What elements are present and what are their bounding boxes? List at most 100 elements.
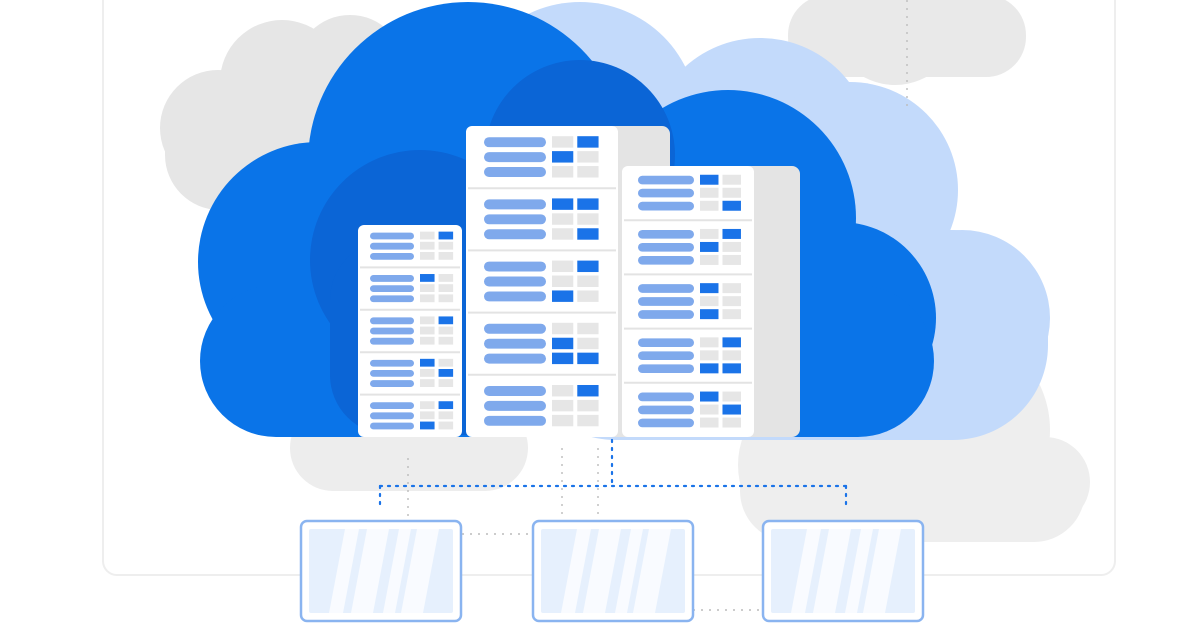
status-light-idle: [577, 213, 599, 225]
status-light-idle: [552, 228, 574, 240]
status-light-active: [552, 198, 574, 210]
status-light-idle: [552, 322, 574, 335]
status-light-active: [438, 231, 454, 240]
server-drive-bar: [484, 415, 546, 426]
server-drive-bar: [370, 252, 414, 260]
server-drive-bar: [370, 317, 414, 325]
server-drive-bar: [638, 175, 694, 185]
server-drive-bar: [370, 422, 414, 430]
server-drive-bar: [638, 418, 694, 428]
status-light-active: [700, 241, 719, 252]
status-light-idle: [420, 316, 435, 325]
status-light-idle: [722, 296, 741, 307]
status-light-active: [577, 260, 599, 273]
status-light-idle: [552, 399, 574, 412]
screen-glare-stripe: [863, 529, 901, 613]
client-monitor-left: [299, 519, 463, 623]
status-light-idle: [438, 326, 454, 335]
status-light-idle: [438, 358, 454, 367]
status-light-idle: [420, 251, 435, 260]
server-drive-bar: [638, 405, 694, 415]
status-light-idle: [438, 411, 454, 420]
status-light-idle: [700, 337, 719, 348]
server-side-panel: [742, 166, 800, 437]
server-drive-bar: [638, 229, 694, 239]
server-drive-bar: [370, 402, 414, 410]
status-light-active: [552, 290, 574, 302]
status-light-idle: [552, 213, 574, 225]
screen-glare-stripe: [615, 529, 643, 613]
status-light-idle: [420, 294, 435, 303]
status-light-idle: [552, 166, 574, 178]
server-drive-bar: [484, 400, 546, 411]
status-light-active: [420, 358, 435, 367]
status-light-idle: [722, 187, 741, 198]
status-light-idle: [420, 379, 435, 387]
server-drive-bar: [484, 338, 546, 349]
status-light-idle: [577, 337, 599, 350]
server-drive-bar: [484, 353, 546, 364]
status-light-active: [577, 384, 599, 397]
server-drive-bar: [370, 337, 414, 345]
status-light-active: [700, 391, 719, 402]
server-drive-bar: [484, 385, 546, 396]
status-light-idle: [577, 290, 599, 302]
status-light-idle: [438, 241, 454, 250]
status-light-idle: [700, 200, 719, 211]
status-light-active: [577, 352, 599, 365]
status-light-active: [700, 363, 719, 374]
server-drive-bar: [484, 261, 546, 272]
server-drive-bar: [370, 242, 414, 250]
status-light-idle: [552, 384, 574, 397]
status-light-idle: [438, 251, 454, 260]
screen-glare-stripe: [329, 529, 359, 613]
screen-glare-stripe: [791, 529, 821, 613]
status-light-active: [420, 274, 435, 282]
status-light-idle: [700, 350, 719, 361]
screen-glare-stripe: [401, 529, 439, 613]
status-light-active: [700, 309, 719, 320]
server-rack-icon: [358, 126, 800, 437]
screen-glare-stripe: [383, 529, 411, 613]
status-light-active: [552, 352, 574, 365]
status-light-active: [438, 401, 454, 410]
server-drive-bar: [484, 137, 546, 148]
status-light-active: [722, 363, 741, 374]
server-drive-bar: [370, 327, 414, 335]
screen-glare-stripe: [583, 529, 621, 613]
status-light-idle: [722, 391, 741, 402]
server-drive-bar: [638, 351, 694, 361]
server-drive-bar: [484, 229, 546, 240]
status-light-active: [700, 283, 719, 294]
server-drive-bar: [484, 199, 546, 210]
status-light-idle: [577, 275, 599, 287]
server-drive-bar: [370, 275, 414, 282]
right-server-rack: [622, 166, 800, 437]
status-light-idle: [438, 294, 454, 303]
status-light-idle: [420, 401, 435, 410]
server-drive-bar: [638, 364, 694, 374]
status-light-idle: [438, 421, 454, 430]
status-light-idle: [722, 241, 741, 252]
screen-glare-stripe: [561, 529, 591, 613]
status-light-active: [552, 151, 574, 163]
status-light-idle: [722, 174, 741, 185]
server-drive-bar: [638, 297, 694, 306]
screen-glare-stripe: [813, 529, 851, 613]
status-light-idle: [700, 296, 719, 307]
left-server-rack: [358, 225, 462, 437]
server-drive-bar: [484, 291, 546, 302]
server-drive-bar: [370, 370, 414, 377]
server-drive-bar: [370, 359, 414, 367]
status-light-active: [577, 228, 599, 240]
status-light-idle: [722, 417, 741, 428]
status-light-idle: [438, 274, 454, 282]
screen-glare-stripe: [633, 529, 671, 613]
status-light-idle: [552, 260, 574, 273]
status-light-idle: [700, 404, 719, 415]
server-drive-bar: [484, 276, 546, 287]
status-light-idle: [577, 399, 599, 412]
screen-glare-stripe: [845, 529, 873, 613]
server-drive-bar: [484, 323, 546, 334]
